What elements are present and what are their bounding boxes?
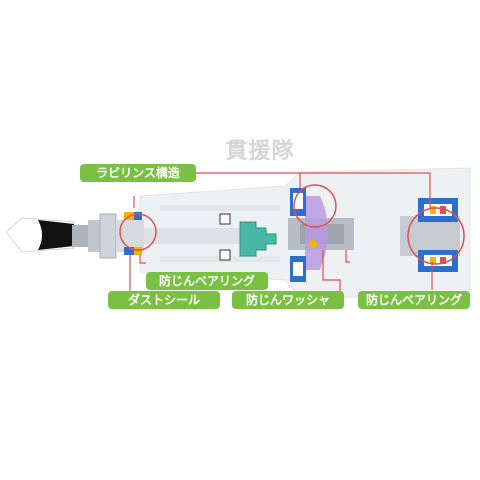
highlight-circle-left [119, 213, 157, 251]
teal-coupling [239, 221, 277, 257]
bit-tip [5, 217, 75, 253]
label-dustproof-washer: 防じんワッシャ [232, 291, 344, 309]
label-dust-seal: ダストシール [108, 291, 220, 309]
label-labyrinth-structure: ラビリンス構造 [80, 164, 196, 182]
highlight-circle-center [293, 184, 337, 228]
right-bearing [400, 198, 460, 272]
label-dustproof-bearing-left: 防じんベアリング [146, 272, 268, 290]
label-dustproof-bearing-right: 防じんベアリング [358, 291, 470, 309]
highlight-circle-right [407, 207, 465, 265]
washer-assembly [288, 188, 354, 282]
middle-shaft [144, 213, 244, 261]
watermark-text: 貫援隊 [225, 139, 295, 164]
